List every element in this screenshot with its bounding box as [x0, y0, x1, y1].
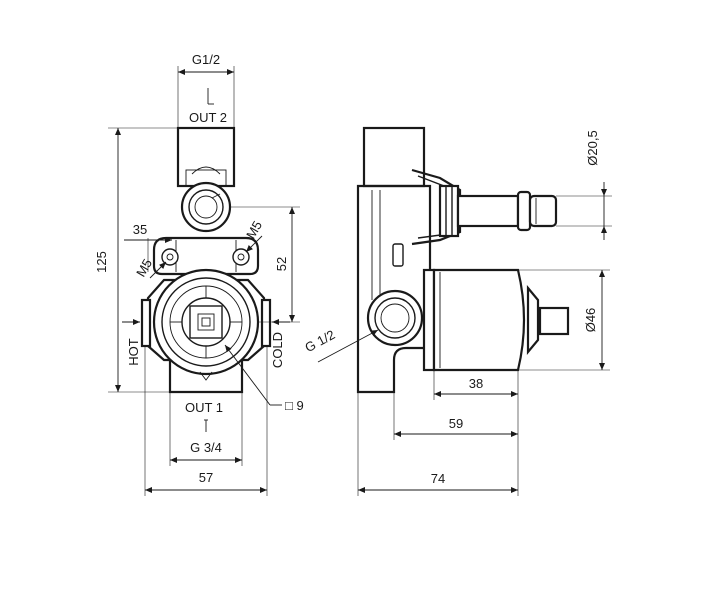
- side-top-tube: [362, 126, 426, 188]
- dimension-width: 57: [144, 346, 268, 496]
- dimension-top-thread: G1/2: [177, 52, 235, 128]
- hot-inlet: HOT: [122, 319, 141, 366]
- side-main-body: [356, 184, 432, 394]
- screw-right: [232, 248, 250, 266]
- label-top-thread: G1/2: [192, 52, 220, 67]
- label-height: 125: [94, 251, 109, 273]
- callout-inlet-thread: G 1/2: [302, 327, 379, 363]
- flow-arrow-out1: [204, 419, 208, 432]
- label-side-left: 35: [133, 222, 147, 237]
- leader-square: □ 9: [224, 344, 304, 413]
- dimension-body-dia: Ø46: [518, 269, 610, 371]
- upper-connection-nut: [180, 181, 232, 233]
- side-view: Ø20,5 Ø46 G 1/2 38 59: [302, 126, 612, 496]
- callout-screw-right: M5: [243, 218, 265, 253]
- top-outlet-tube: [176, 126, 236, 188]
- label-bottom-outlet: OUT 1: [185, 400, 223, 415]
- label-width: 57: [199, 470, 213, 485]
- label-hot: HOT: [126, 338, 141, 366]
- dimension-bottom-thread: G 3/4: [169, 392, 243, 466]
- cold-inlet: COLD: [270, 319, 290, 368]
- dimension-59: 59: [393, 392, 518, 440]
- label-depth-74: 74: [431, 471, 445, 486]
- label-vertical-right: 52: [274, 257, 289, 271]
- side-inlet-nut: [366, 289, 424, 347]
- label-inlet-thread: G 1/2: [302, 327, 337, 355]
- dimension-35: 35: [124, 222, 172, 272]
- dimension-pipe-dia: Ø20,5: [556, 130, 612, 240]
- flow-arrow-out2: [207, 88, 214, 105]
- label-depth-38: 38: [469, 376, 483, 391]
- dimension-38: 38: [433, 370, 519, 400]
- dimension-74: 74: [357, 392, 519, 496]
- label-top-outlet: OUT 2: [189, 110, 227, 125]
- valve-body: [140, 268, 272, 376]
- front-view: G1/2 OUT 2: [94, 52, 304, 496]
- side-cartridge: [422, 268, 570, 372]
- label-depth-59: 59: [449, 416, 463, 431]
- label-pipe-dia: Ø20,5: [585, 130, 600, 165]
- dimension-height: 125: [94, 127, 178, 393]
- label-body-dia: Ø46: [583, 308, 598, 333]
- screw-left: [161, 248, 179, 266]
- side-upper-arm: [411, 168, 558, 246]
- label-bottom-thread: G 3/4: [190, 440, 222, 455]
- dimension-52: 52: [230, 206, 300, 323]
- label-square-note: □ 9: [285, 398, 304, 413]
- bottom-outlet-stub: [168, 360, 244, 394]
- callout-screw-left: M5: [133, 256, 167, 279]
- label-cold: COLD: [270, 332, 285, 368]
